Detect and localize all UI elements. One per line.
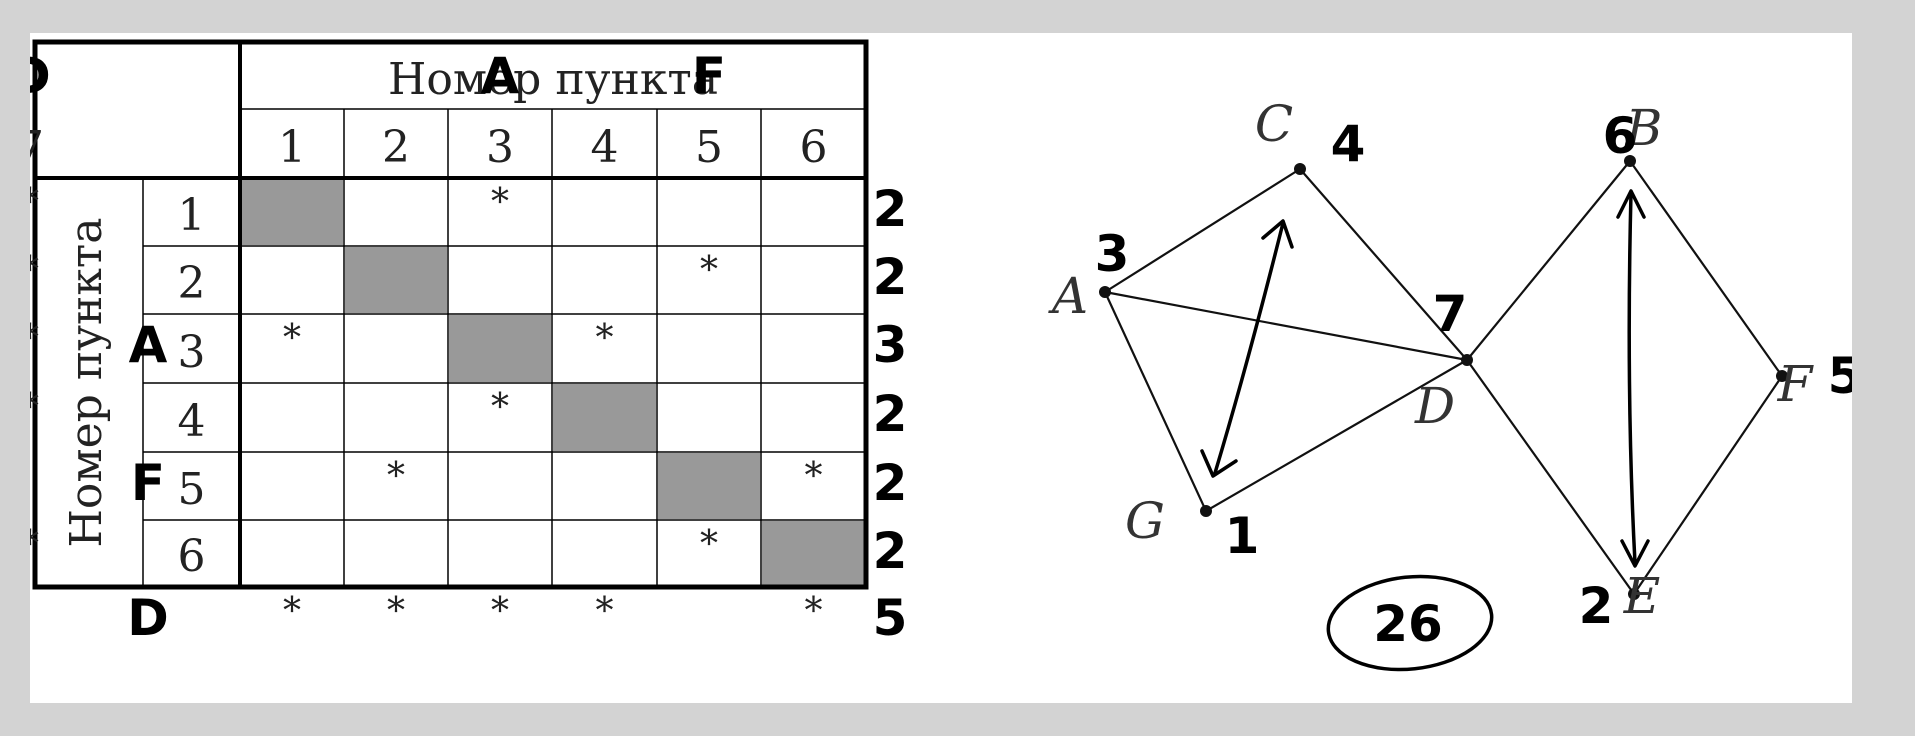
arrowhead — [1261, 219, 1294, 249]
vertex-label: C — [1255, 95, 1293, 153]
cell-mark: * — [30, 387, 39, 428]
vertex-label: D — [1414, 377, 1455, 435]
column-number: 5 — [695, 122, 723, 173]
cell-mark: * — [30, 250, 39, 291]
graph-vertex — [1628, 588, 1640, 600]
diagonal-cell — [762, 521, 865, 586]
handwritten-column-letter: F — [692, 47, 726, 105]
handwritten-row-degree: 2 — [873, 522, 908, 580]
row-number: 6 — [178, 531, 206, 582]
vertex-label: F — [1777, 355, 1815, 413]
handwritten-row-degree: 2 — [873, 454, 908, 512]
graph-edge — [1205, 359, 1468, 512]
cell-mark: * — [30, 524, 39, 565]
vertex-label: G — [1125, 492, 1165, 550]
answer-circle — [1326, 574, 1494, 672]
row-number: 7 — [178, 33, 206, 44]
column-number: 7 — [30, 122, 44, 173]
handwritten-row-letter: F — [131, 454, 165, 512]
graph-edge — [1466, 160, 1631, 361]
column-number: 1 — [278, 122, 306, 173]
handwritten-row-degree: 2 — [873, 385, 908, 443]
graph-vertex — [1294, 163, 1306, 175]
handwritten-row-letter: A — [129, 316, 168, 374]
cell-mark: * — [596, 591, 614, 632]
cell-mark: * — [491, 591, 509, 632]
cell-mark: * — [283, 318, 301, 359]
cell-mark: * — [30, 182, 39, 223]
handwritten-vertex-degree: 6 — [1603, 107, 1638, 165]
graph-edge — [1629, 160, 1783, 377]
row-number: 3 — [178, 327, 206, 378]
handwritten-arrow — [1213, 221, 1285, 475]
handwritten-vertex-degree: 4 — [1331, 115, 1366, 173]
cell-mark: * — [283, 591, 301, 632]
cell-mark: * — [387, 456, 405, 497]
handwritten-row-degree: 2 — [873, 180, 908, 238]
column-header: Номер пункта — [388, 54, 718, 105]
cell-mark: * — [805, 591, 823, 632]
graph-edge — [1104, 291, 1207, 512]
answer-value: 26 — [1373, 595, 1443, 653]
row-number: 5 — [178, 464, 206, 515]
graph-vertex — [1624, 155, 1636, 167]
handwritten-row-degree: 2 — [873, 248, 908, 306]
vertex-label: B — [1625, 99, 1663, 157]
handwritten-vertex-degree: 3 — [1095, 225, 1130, 283]
handwritten-vertex-degree: 1 — [1225, 507, 1260, 565]
graph-vertex — [1200, 505, 1212, 517]
diagonal-cell — [241, 179, 343, 245]
vertex-label: A — [1048, 267, 1088, 325]
cell-mark: * — [700, 250, 718, 291]
column-number: 2 — [382, 122, 410, 173]
row-number: 2 — [178, 258, 206, 309]
cell-mark: * — [30, 318, 39, 359]
graph-edge — [1104, 290, 1468, 362]
graph-edge — [1633, 375, 1783, 595]
diagonal-cell — [345, 247, 447, 313]
diagonal-cell — [449, 315, 551, 382]
table-border — [32, 39, 869, 590]
graph-vertex — [1461, 354, 1473, 366]
handwritten-vertex-degree: 2 — [1579, 577, 1614, 635]
graph-edge — [1466, 359, 1635, 595]
handwritten-column-letter: D — [30, 47, 51, 105]
row-header: Номер пункта — [61, 218, 112, 548]
handwritten-column-letter: A — [481, 47, 520, 105]
cell-mark: * — [491, 182, 509, 223]
cell-mark: * — [387, 591, 405, 632]
cell-mark: * — [491, 387, 509, 428]
vertex-label: E — [1623, 567, 1661, 625]
graph-vertex — [1776, 370, 1788, 382]
diagonal-cell — [658, 453, 760, 519]
arrowhead — [1200, 449, 1238, 478]
column-number: 4 — [591, 122, 619, 173]
cell-mark: * — [805, 456, 823, 497]
column-number: 6 — [800, 122, 828, 173]
diagonal-cell — [553, 384, 656, 451]
handwritten-vertex-degree: 5 — [1828, 347, 1852, 405]
cell-mark: * — [596, 318, 614, 359]
graph-edge — [1104, 168, 1301, 293]
handwritten-row-degree: 3 — [873, 316, 908, 374]
handwritten-arrow — [1627, 191, 1637, 565]
handwritten-row-letter: D — [127, 589, 169, 647]
handwritten-vertex-degree: 7 — [1433, 285, 1468, 343]
graph-vertex — [1099, 286, 1111, 298]
handwritten-row-degree: 5 — [873, 589, 908, 647]
arrowhead — [1620, 539, 1650, 568]
row-number: 4 — [178, 396, 206, 447]
row-number: 1 — [178, 190, 206, 241]
graph-edge — [1299, 168, 1468, 361]
cell-mark: * — [700, 524, 718, 565]
arrowhead — [1616, 189, 1646, 219]
column-number: 3 — [486, 122, 514, 173]
